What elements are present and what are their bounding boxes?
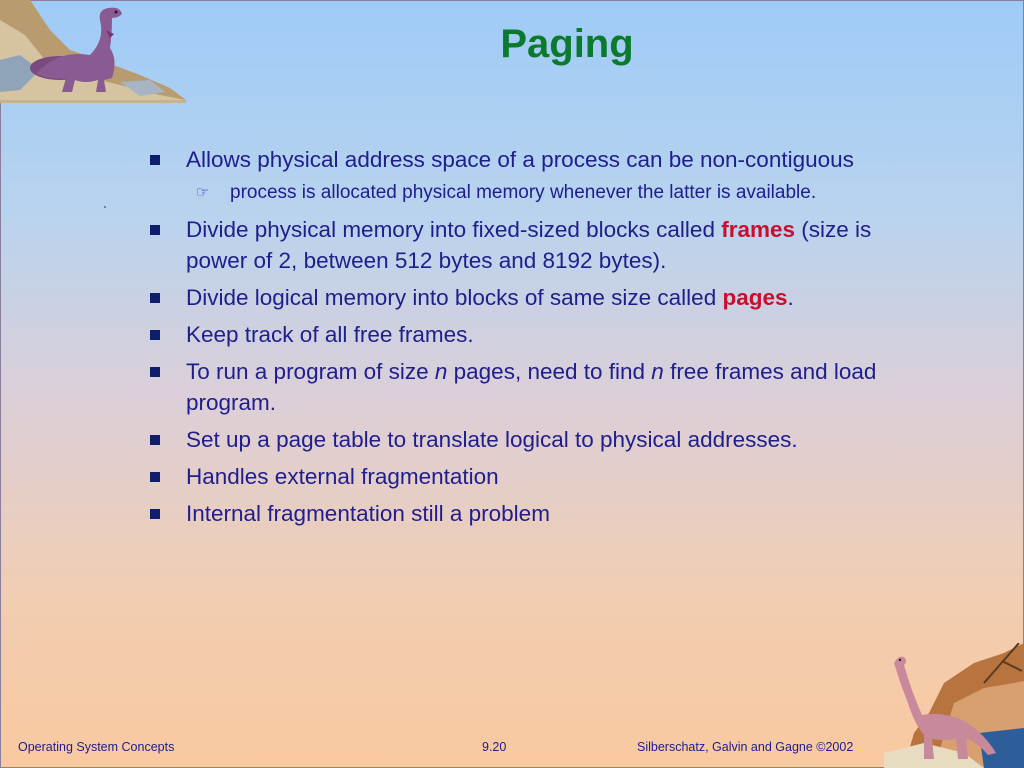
highlight-frames: frames <box>721 217 796 242</box>
bullet-text-part: Divide logical memory into blocks of sam… <box>186 285 723 310</box>
bullet-text-part: free frames and load program. <box>186 359 877 415</box>
square-bullet-icon <box>150 509 160 519</box>
square-bullet-icon <box>150 330 160 340</box>
sub-bullet-text: process is allocated physical memory whe… <box>230 182 817 203</box>
bullet-text: Internal fragmentation still a problem <box>186 501 550 526</box>
square-bullet-icon <box>150 435 160 445</box>
footer-slide-number: 9.20 <box>482 740 507 754</box>
bullet-item: Internal fragmentation still a problem <box>146 498 896 529</box>
bullet-text-part: . <box>787 285 794 310</box>
slide-content: Allows physical address space of a proce… <box>146 144 896 535</box>
bullet-text-part: pages, need to find <box>447 359 652 384</box>
bullet-item: Keep track of all free frames. <box>146 319 896 350</box>
stray-dot <box>104 206 106 208</box>
square-bullet-icon <box>150 155 160 165</box>
bullet-text-part: To run a program of size <box>186 359 435 384</box>
bullet-text: Set up a page table to translate logical… <box>186 427 798 452</box>
square-bullet-icon <box>150 472 160 482</box>
bullet-text: Handles external fragmentation <box>186 464 499 489</box>
footer-copyright: Silberschatz, Galvin and Gagne ©2002 <box>637 740 854 754</box>
brontosaurus-dinosaur-illustration <box>884 643 1024 768</box>
square-bullet-icon <box>150 293 160 303</box>
bullet-text-part: Divide physical memory into fixed-sized … <box>186 217 722 242</box>
highlight-pages: pages <box>722 285 788 310</box>
pointing-hand-icon: ☞ <box>196 184 210 201</box>
italic-n: n <box>651 359 664 384</box>
bullet-item: Divide physical memory into fixed-sized … <box>146 214 896 276</box>
sub-bullet-item: ☞ process is allocated physical memory w… <box>146 179 896 206</box>
bullet-text: Keep track of all free frames. <box>186 322 474 347</box>
bullet-item: Set up a page table to translate logical… <box>146 424 896 455</box>
bullet-item: Handles external fragmentation <box>146 461 896 492</box>
italic-n: n <box>434 359 448 384</box>
trex-dinosaur-illustration <box>0 0 186 103</box>
square-bullet-icon <box>150 225 160 235</box>
bullet-text: Allows physical address space of a proce… <box>186 147 854 172</box>
bullet-item: Divide logical memory into blocks of sam… <box>146 282 896 313</box>
square-bullet-icon <box>150 367 160 377</box>
bullet-item: Allows physical address space of a proce… <box>146 144 896 175</box>
bullet-item: To run a program of size n pages, need t… <box>146 356 896 418</box>
footer-course-title: Operating System Concepts <box>18 740 175 754</box>
bullet-text-part: (size is power of 2, between 512 bytes a… <box>186 217 872 273</box>
slide-title: Paging <box>500 22 634 66</box>
